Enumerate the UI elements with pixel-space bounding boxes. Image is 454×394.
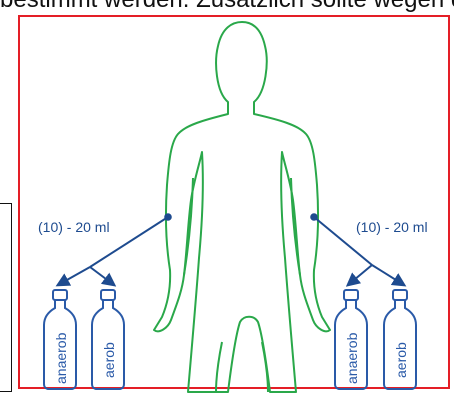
- right-volume-label: (10) - 20 ml: [356, 219, 428, 235]
- human-body-outline: [154, 22, 330, 392]
- left-volume-label: (10) - 20 ml: [38, 219, 110, 235]
- bottle-label-right-anaerob: anaerob: [344, 332, 360, 384]
- bottle-label-left-anaerob: anaerob: [53, 332, 69, 384]
- lower-leg-detail: [216, 342, 222, 392]
- bottle-label-left-aerob: aerob: [101, 342, 117, 378]
- lower-leg-detail-right: [262, 342, 268, 392]
- bottle-label-right-aerob: aerob: [393, 342, 409, 378]
